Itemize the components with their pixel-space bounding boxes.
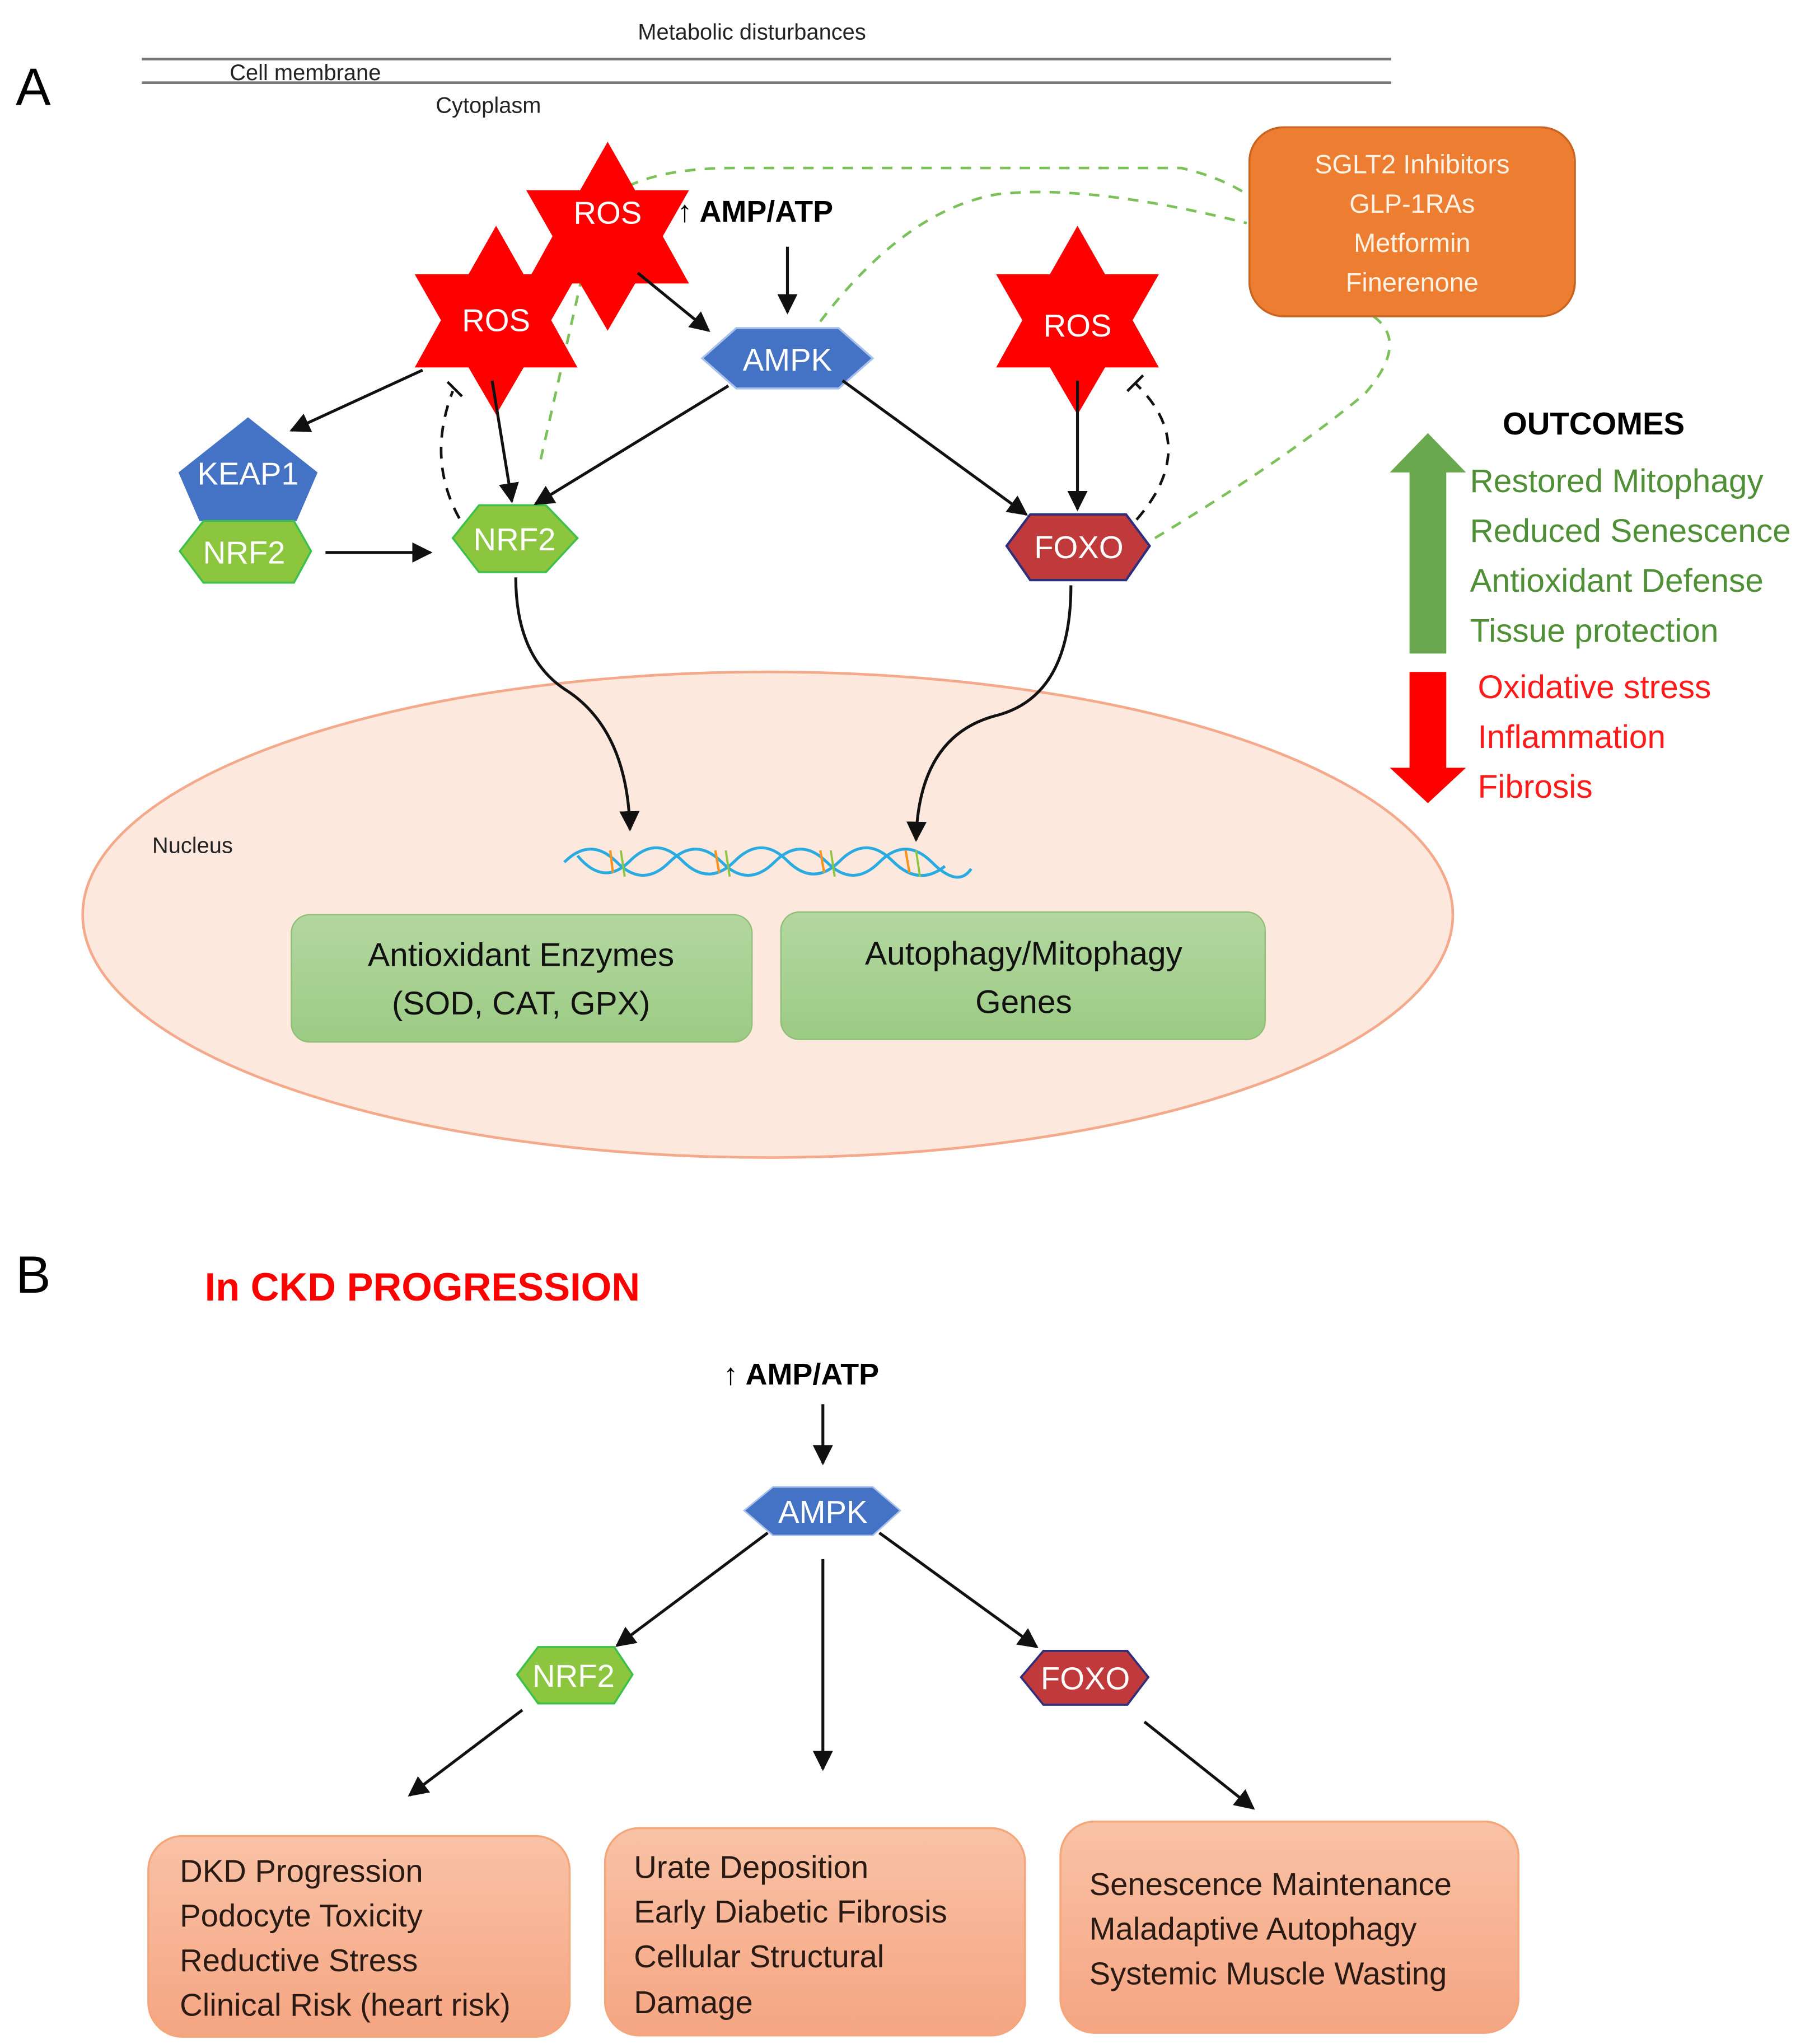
effect-urate-deposition: Urate Deposition <box>634 1849 868 1884</box>
amp-atp-label-b: ↑ AMP/ATP <box>723 1358 880 1391</box>
arrow-ampk-foxo-b <box>878 1531 1039 1649</box>
arrow-ampk-nrf2-b <box>615 1531 769 1647</box>
ampk-label-b: AMPK <box>778 1494 867 1530</box>
drug-metformin: Metformin <box>1354 228 1470 258</box>
outcome-reduced-senescence: Reduced Senescence <box>1470 513 1790 549</box>
ampk-effects-box <box>604 1827 1026 2037</box>
metabolic-disturbances-label: Metabolic disturbances <box>638 20 866 44</box>
arrow-ros-keap1 <box>289 368 423 432</box>
autophagy-line-1: Autophagy/Mitophagy <box>865 936 1183 972</box>
dna-helix-icon <box>563 846 972 879</box>
arrow-nrf2-effects-b <box>408 1709 523 1797</box>
foxo-effects-box <box>1059 1820 1519 2034</box>
effect-reductive-stress: Reductive Stress <box>180 1943 418 1978</box>
keap1-label: KEAP1 <box>197 456 298 492</box>
amp-atp-label: ↑ AMP/ATP <box>677 195 834 228</box>
panel-a-letter: A <box>16 58 51 116</box>
arrow-ros-ampk <box>637 272 710 333</box>
effect-senescence-maintenance: Senescence Maintenance <box>1089 1867 1452 1902</box>
decrease-arrow-icon <box>1390 672 1466 803</box>
inhibition-bar-left <box>446 381 463 397</box>
arrow-ros-nrf2 <box>490 380 519 504</box>
outcome-inflammation: Inflammation <box>1478 719 1666 755</box>
outcome-fibrosis: Fibrosis <box>1478 769 1593 805</box>
drug-sglt2: SGLT2 Inhibitors <box>1315 149 1509 179</box>
keap1-pentagon <box>178 417 318 521</box>
effect-clinical-risk: Clinical Risk (heart risk) <box>180 1987 511 2023</box>
cell-membrane-label: Cell membrane <box>230 60 381 85</box>
arrow-foxo-effects-b <box>1143 1720 1255 1810</box>
nrf2-label-b: NRF2 <box>532 1658 615 1694</box>
ros-star-icon <box>996 226 1159 415</box>
inhibition-nrf2-ros <box>439 390 461 520</box>
nucleus-label: Nucleus <box>152 834 233 858</box>
ros-right-label: ROS <box>1044 308 1112 343</box>
drug-box <box>1248 126 1576 317</box>
foxo-node-b: FOXO <box>1020 1650 1150 1706</box>
drug-link-ampk <box>819 190 1247 322</box>
foxo-node-a: FOXO <box>1005 513 1152 582</box>
ampk-node-a: AMPK <box>700 327 875 390</box>
antioxidant-line-1: Antioxidant Enzymes <box>368 937 674 973</box>
foxo-label-b: FOXO <box>1041 1661 1130 1696</box>
ampk-node-b: AMPK <box>742 1486 902 1537</box>
effect-maladaptive-autophagy: Maladaptive Autophagy <box>1089 1911 1418 1947</box>
ros-star-icon <box>414 226 578 415</box>
cytoplasm-label: Cytoplasm <box>436 93 541 118</box>
autophagy-genes-box <box>780 911 1266 1040</box>
effect-podocyte-toxicity: Podocyte Toxicity <box>180 1898 423 1933</box>
nrf2-free-node: NRF2 <box>451 504 579 573</box>
ros-top-label: ROS <box>573 195 642 230</box>
ros-right: ROS <box>996 226 1159 415</box>
arrow-ampk-foxo <box>841 379 1028 516</box>
inhibition-bar-right <box>1126 374 1144 392</box>
drug-glp1: GLP-1RAs <box>1349 189 1475 218</box>
keap1-node: KEAP1 <box>178 417 318 521</box>
ckd-progression-title: In CKD PROGRESSION <box>205 1265 640 1309</box>
outcome-oxidative-stress: Oxidative stress <box>1478 669 1712 705</box>
arrow-ampk-nrf2 <box>534 384 730 506</box>
foxo-label: FOXO <box>1034 530 1123 565</box>
arrow-nrf2-dna <box>514 577 640 832</box>
nrf2-free-label: NRF2 <box>473 522 555 557</box>
inhibition-foxo-ros <box>1134 382 1170 521</box>
ros-left: ROS <box>414 226 578 415</box>
effect-dkd-progression: DKD Progression <box>180 1853 423 1888</box>
nrf2-bound-label: NRF2 <box>203 535 286 570</box>
ros-left-label: ROS <box>462 302 530 338</box>
outcomes-title: OUTCOMES <box>1503 406 1685 441</box>
autophagy-line-2: Genes <box>975 984 1072 1021</box>
nrf2-node-b: NRF2 <box>516 1646 634 1705</box>
ampk-label: AMPK <box>743 342 832 377</box>
antioxidant-line-2: (SOD, CAT, GPX) <box>392 985 650 1022</box>
nrf2-effects-box <box>147 1835 571 2038</box>
outcome-restored-mitophagy: Restored Mitophagy <box>1470 463 1764 499</box>
effect-damage: Damage <box>634 1985 753 2020</box>
increase-arrow-icon <box>1390 433 1466 654</box>
effect-muscle-wasting: Systemic Muscle Wasting <box>1089 1956 1447 1991</box>
arrow-foxo-dna <box>906 585 1073 842</box>
outcome-antioxidant-defense: Antioxidant Defense <box>1470 563 1763 599</box>
drug-finerenone: Finerenone <box>1346 268 1479 297</box>
panel-b-letter: B <box>16 1245 51 1304</box>
antioxidant-enzymes-box <box>291 914 753 1043</box>
nrf2-bound-node: NRF2 <box>178 520 312 584</box>
effect-early-diabetic-fibrosis: Early Diabetic Fibrosis <box>634 1894 947 1929</box>
outcome-tissue-protection: Tissue protection <box>1470 612 1718 649</box>
drug-link-foxo <box>1154 314 1391 540</box>
effect-cellular-structural: Cellular Structural <box>634 1939 884 1974</box>
